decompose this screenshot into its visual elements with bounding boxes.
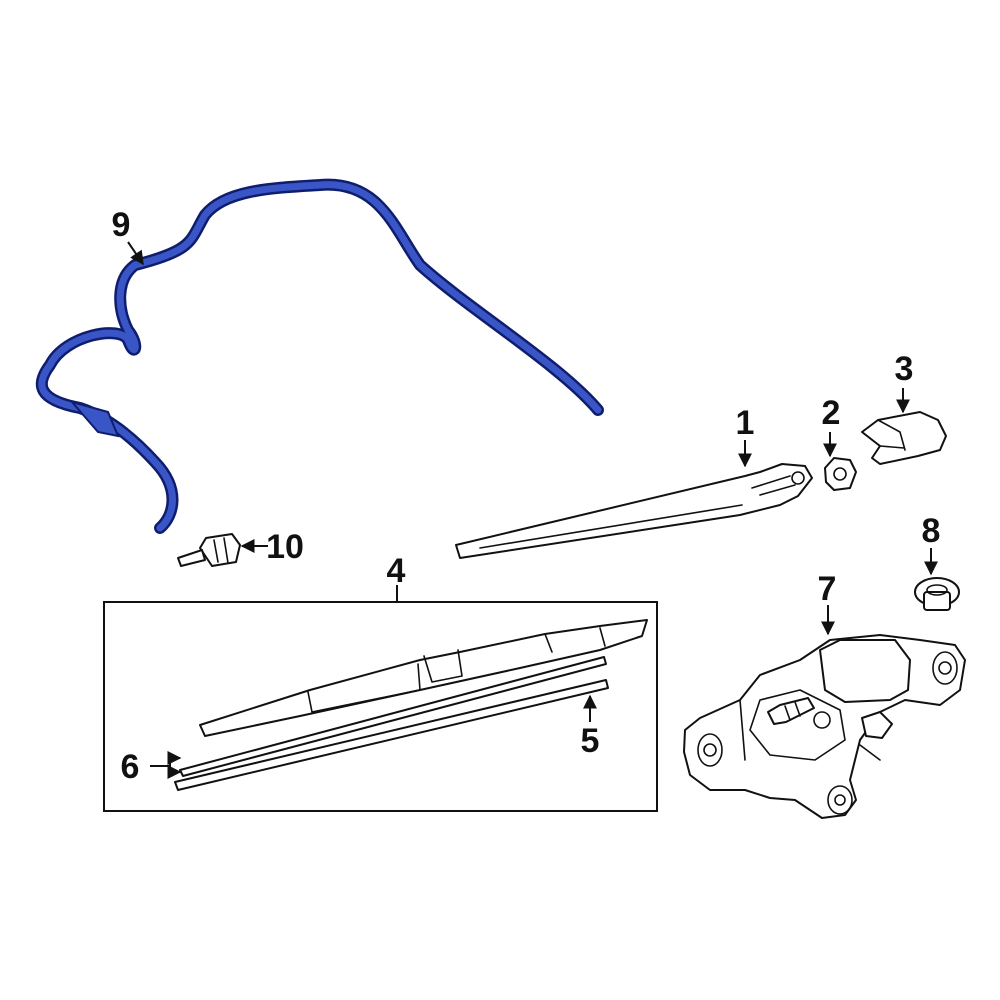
arm-nut[interactable] — [824, 457, 857, 491]
callout-6: 6 — [121, 748, 140, 786]
washer-hose-sleeve — [69, 400, 120, 438]
callout-9: 9 — [112, 206, 131, 244]
pivot-cap[interactable] — [861, 411, 947, 465]
callout-5: 5 — [581, 722, 600, 760]
wiper-blade[interactable] — [199, 619, 648, 737]
washer-hose[interactable] — [35, 178, 604, 534]
callout-3: 3 — [895, 350, 914, 388]
callout-7: 7 — [818, 570, 837, 608]
blade-assembly-box — [103, 601, 658, 812]
leader-lines — [127, 241, 938, 779]
blade-rubber-strip[interactable] — [179, 656, 607, 777]
callout-2: 2 — [822, 394, 841, 432]
callout-10: 10 — [266, 528, 304, 566]
callout-8: 8 — [922, 512, 941, 550]
grommet[interactable] — [914, 577, 960, 611]
wiper-arm[interactable] — [455, 463, 813, 559]
callout-4: 4 — [387, 552, 406, 590]
hose-connector[interactable] — [177, 533, 241, 567]
wiper-motor[interactable] — [683, 634, 966, 819]
blade-refill[interactable] — [174, 679, 609, 791]
callout-1: 1 — [736, 404, 755, 442]
